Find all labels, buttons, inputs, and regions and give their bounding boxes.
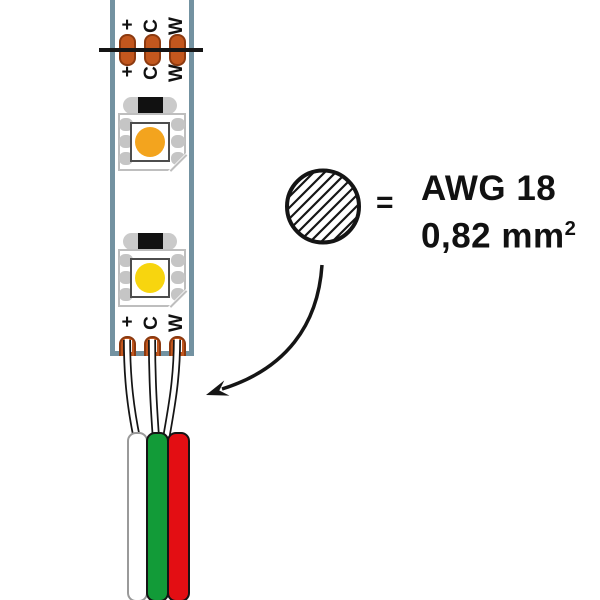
pad-label-w-below: W (166, 64, 187, 82)
led-side-pad (171, 271, 185, 284)
resistor (123, 233, 177, 250)
green-wire (146, 432, 169, 600)
wire-bundle (123, 338, 190, 600)
wire-cross-section-icon (285, 168, 361, 245)
hatch-lines (288, 172, 358, 241)
led-chip (130, 258, 170, 298)
pad-label-plus-end: + (121, 312, 133, 333)
led-chip (130, 122, 170, 162)
gauge-mm2: 0,82 mm2 (421, 216, 577, 256)
cut-line (99, 48, 203, 52)
resistor (123, 97, 177, 114)
led-emitter-yellow (135, 263, 165, 293)
led-side-pad (119, 271, 133, 284)
resistor-body (138, 233, 163, 250)
led-side-pad (171, 254, 185, 267)
pad-label-c-end: C (141, 316, 162, 330)
led-side-pad (119, 152, 133, 165)
pad-label-w-end: W (166, 314, 187, 332)
pad-label-plus-below: + (121, 62, 133, 83)
wire-gauge-text: AWG 18 0,82 mm2 (421, 168, 576, 257)
curved-arrow-icon (206, 264, 324, 396)
superscript-2: 2 (564, 218, 577, 240)
led-side-pad (119, 135, 133, 148)
pad-label-c-above: C (141, 19, 162, 33)
white-wire (127, 432, 148, 600)
led-side-pad (171, 118, 185, 131)
equals-sign: = (376, 186, 394, 219)
led-side-pad (119, 118, 133, 131)
pad-label-plus-above: + (121, 15, 133, 36)
stripped-leads (123, 338, 181, 440)
led-emitter-warm (135, 127, 165, 157)
led-side-pad (119, 254, 133, 267)
led-side-pad (171, 135, 185, 148)
red-wire (167, 432, 190, 600)
led-module-yellow (118, 249, 188, 308)
pad-label-c-below: C (141, 66, 162, 80)
pad-label-w-above: W (166, 17, 187, 35)
gauge-awg: AWG 18 (421, 169, 557, 208)
led-module-warm (118, 113, 188, 172)
led-side-pad (119, 288, 133, 301)
resistor-body (138, 97, 163, 114)
